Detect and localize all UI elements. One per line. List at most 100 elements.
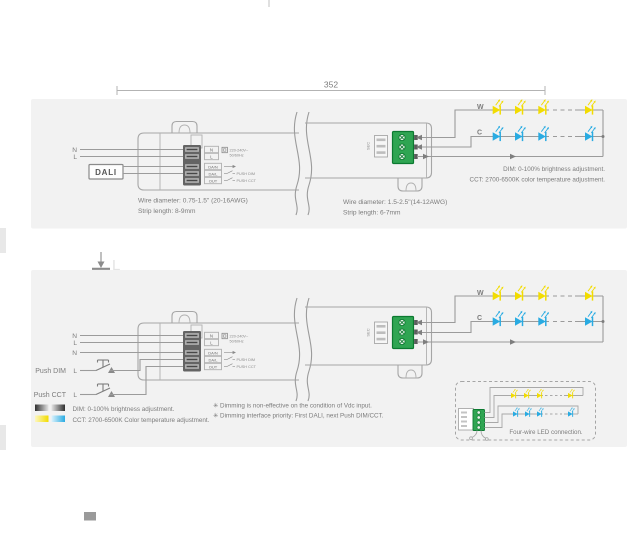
push-dim-label: Push DIM <box>35 368 66 375</box>
driver-body-left <box>137 120 299 191</box>
warm-label: W <box>477 290 484 297</box>
output-wires <box>416 109 605 160</box>
top-panel <box>31 99 627 229</box>
cct-warm-swatch <box>35 415 49 422</box>
rating-voltage: 220-240V~ <box>230 334 249 338</box>
mains-input-wires <box>80 334 183 354</box>
push-dim-branch: Push DIM L <box>35 358 183 375</box>
arrow-return-2 <box>510 153 516 160</box>
push-cct-annotation: PUSH CCT <box>237 179 257 183</box>
mounting-tab <box>397 365 423 379</box>
divider-marker: L <box>92 252 120 274</box>
term-da-l: DA/L <box>209 171 219 176</box>
input-terminal-block <box>183 145 201 186</box>
terminal-labels: N L 220-240V~ 50/60Hz DA/N DA/L OUT PUSH… <box>204 331 257 371</box>
arrow-into-terminal-1 <box>416 319 422 326</box>
four-wire-inset: Four-wire LED connection. <box>455 381 596 441</box>
output-terminal-block <box>393 132 418 164</box>
dim-gradient-swatch-1 <box>35 404 49 411</box>
led-row-warm: W <box>477 284 597 302</box>
output-wire-note-1: Wire diameter: 1.5-2.5"(14-12AWG) <box>343 199 447 206</box>
term-da-l: DA/L <box>209 357 219 362</box>
divider-letter: L <box>112 257 120 274</box>
legend: DIM: 0-100% brightness adjustment. CCT: … <box>35 404 210 424</box>
push-cct-l-label: L <box>73 392 77 399</box>
input-terminal-block <box>183 331 201 372</box>
wire-note-2: Strip length: 8-9mm <box>138 208 196 215</box>
dim-adjust-note: DIM: 0-100% brightness adjustment. <box>503 166 605 173</box>
cct-adjust-note: CCT: 2700-6500K color temperature adjust… <box>470 176 606 183</box>
input-n1-label: N <box>72 333 77 340</box>
arrow-return-1 <box>423 339 429 345</box>
bottom-panel <box>31 270 627 447</box>
rating-frequency: 50/60Hz <box>230 339 244 343</box>
led-row-cool: C <box>477 125 597 142</box>
led-row-warm: W <box>477 98 597 116</box>
push-cct-branch: Push CCT L <box>34 365 183 399</box>
cool-label: C <box>477 315 482 322</box>
wire-loop <box>484 437 489 441</box>
note-priority: ✳ Dimming interface priority: First DALI… <box>213 412 384 419</box>
four-wire-caption: Four-wire LED connection. <box>509 429 583 436</box>
cool-label: C <box>477 130 482 137</box>
cct-cool-swatch <box>51 415 65 422</box>
wire-note-1: Wire diameter: 0.75-1.5" (20-16AWG) <box>138 197 248 204</box>
wire-loop <box>469 436 473 441</box>
term-n: N <box>210 333 213 338</box>
output-wire-note-2: Strip length: 6-7mm <box>343 209 401 216</box>
output-pin-labels <box>374 321 388 344</box>
warm-label: W <box>477 104 484 111</box>
input-l-label: L <box>73 154 77 161</box>
term-l: L <box>210 154 213 159</box>
input-n-label: N <box>72 147 77 154</box>
break-symbol <box>293 111 313 216</box>
mounting-tab <box>397 178 423 192</box>
mounting-ear <box>171 120 198 133</box>
down-arrow-icon <box>97 261 105 268</box>
rating-voltage: 220-240V~ <box>230 148 249 152</box>
push-cct-annotation: PUSH CCT <box>237 365 257 369</box>
dim-gradient-swatch-2 <box>51 404 65 411</box>
output-terminal-block <box>393 317 418 349</box>
led-row-cool: C <box>477 310 597 327</box>
sec-label: SEC <box>366 328 371 336</box>
term-out: OUT <box>209 364 218 369</box>
mains-input-wires <box>80 148 183 158</box>
dimension-value: 352 <box>324 80 338 90</box>
bottom-edge-artifact <box>84 512 96 521</box>
mounting-ear <box>171 310 198 323</box>
note-vdc: ✳ Dimming is non-effective on the condit… <box>213 402 372 409</box>
dali-controller: DALI <box>88 163 183 180</box>
term-da-n: DA/N <box>208 350 218 355</box>
rating-frequency: 50/60Hz <box>230 153 244 157</box>
arrow-into-terminal-2 <box>416 329 422 336</box>
input-l1-label: L <box>73 340 77 347</box>
push-dim-l-label: L <box>73 368 77 375</box>
output-wires <box>416 295 605 345</box>
input-n2-label: N <box>72 350 77 357</box>
push-dim-annotation: PUSH DIM <box>237 358 256 362</box>
driver-body-right <box>305 122 433 192</box>
arrow-return-1 <box>423 153 429 160</box>
push-cct-label: Push CCT <box>34 392 67 399</box>
legend-cct-text: CCT: 2700-6500K Color temperature adjust… <box>73 417 210 424</box>
legend-dim-text: DIM: 0-100% brightness adjustment. <box>73 406 175 413</box>
arrow-into-terminal-1 <box>416 134 422 141</box>
term-out: OUT <box>209 178 218 183</box>
mini-green-terminal <box>472 409 485 431</box>
top-diagram-dali: N L DALI N L 220-240V~ 50/60Hz DA/N DA/L… <box>72 98 606 216</box>
push-dim-annotation: PUSH DIM <box>237 172 256 176</box>
bottom-diagram-push: N L N Push DIM L Push CCT L N L 22 <box>34 284 605 441</box>
left-edge-artifact-1 <box>0 228 6 253</box>
driver-body-right <box>305 306 433 379</box>
term-da-n: DA/N <box>208 164 218 169</box>
terminal-labels: N L 220-240V~ 50/60Hz DA/N DA/L OUT PUSH… <box>204 145 257 185</box>
term-n: N <box>210 147 213 152</box>
sec-label: SEC <box>366 142 371 150</box>
dimension-line: 352 <box>116 80 546 95</box>
break-symbol <box>293 297 313 402</box>
arrow-return-2 <box>510 339 516 345</box>
dali-label: DALI <box>95 168 117 177</box>
